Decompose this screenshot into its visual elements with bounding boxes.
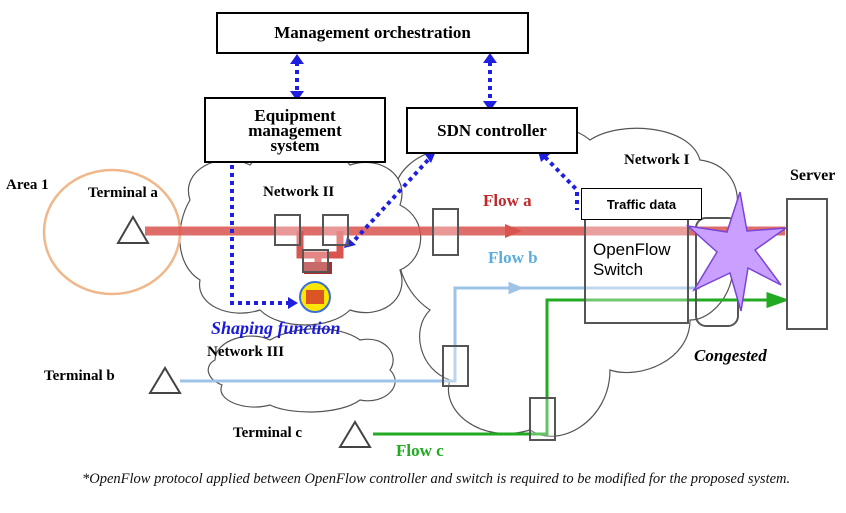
- openflow-switch-label: OpenFlow Switch: [593, 240, 671, 279]
- terminals: [116, 214, 372, 448]
- area-1-label: Area 1: [6, 177, 49, 193]
- flow-a-label: Flow a: [483, 191, 532, 210]
- terminal-b-icon: [148, 366, 182, 394]
- terminal-c-label: Terminal c: [233, 425, 303, 441]
- management-orchestration-box: Management orchestration: [216, 12, 529, 54]
- flow-b-label: Flow b: [488, 248, 538, 267]
- sdn-controller-box: SDN controller: [406, 107, 578, 154]
- flow-b-line: [180, 281, 700, 383]
- terminal-a-label: Terminal a: [88, 185, 158, 201]
- shaping-function-label: Shaping function: [211, 318, 341, 338]
- network2-device-bottom: [302, 249, 329, 273]
- server-label: Server: [790, 167, 836, 184]
- footnote: *OpenFlow protocol applied between OpenF…: [82, 471, 791, 487]
- openflow-switch-box: [584, 214, 689, 324]
- terminal-a-icon: [116, 214, 150, 244]
- network-3-cloud: [207, 328, 396, 413]
- server-box: [786, 198, 828, 330]
- terminal-c-icon: [338, 420, 372, 448]
- congested-label: Congested: [694, 346, 767, 365]
- network-2-label: Network II: [263, 184, 335, 200]
- network3-device-c: [529, 397, 556, 441]
- equipment-management-system-box: Equipment management system: [204, 97, 386, 163]
- network-3-label: Network III: [207, 344, 285, 360]
- network2-device-right: [322, 214, 349, 246]
- network3-device-b: [442, 345, 469, 387]
- control-arrows: [230, 62, 579, 305]
- traffic-data-box: Traffic data: [581, 188, 702, 220]
- network2-device-left: [274, 214, 301, 246]
- network-devices: [274, 208, 556, 441]
- flow-c-label: Flow c: [396, 441, 444, 460]
- network1-device: [432, 208, 459, 256]
- flow-c-line: [373, 291, 790, 436]
- network-1-label: Network I: [624, 152, 690, 168]
- terminal-b-label: Terminal b: [44, 368, 115, 384]
